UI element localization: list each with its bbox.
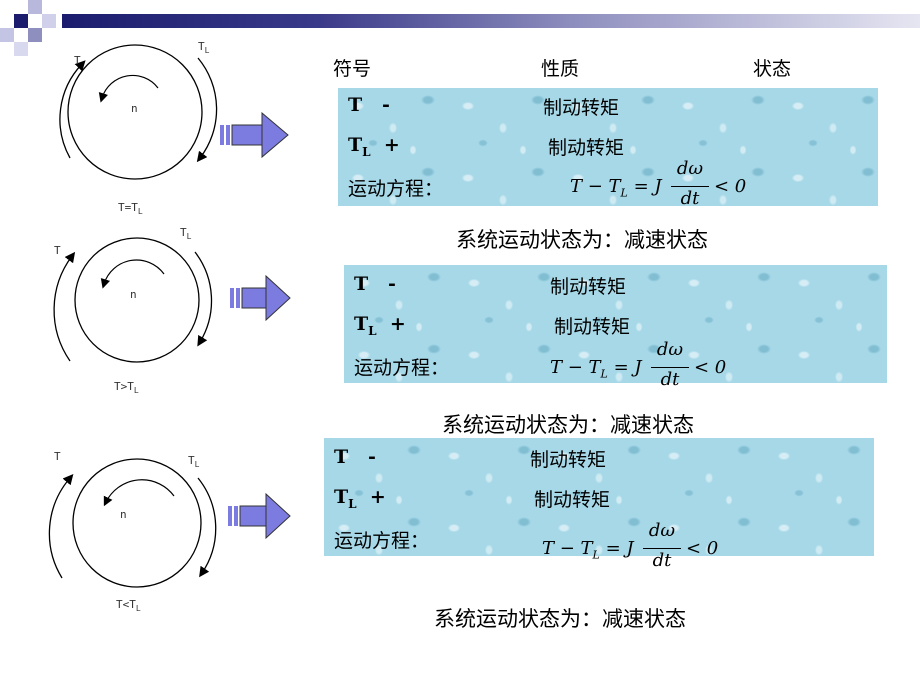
- fraction-line: [643, 548, 681, 549]
- equation-rhs: < 0: [686, 538, 719, 559]
- header-nature: 性质: [541, 58, 580, 80]
- equation-label: 运动方程：: [354, 357, 450, 379]
- rotation-diagram-icon: [48, 458, 217, 588]
- fraction-line: [651, 367, 689, 368]
- equation-lhs: T − TL = J: [542, 538, 634, 562]
- torque-diagram-3: T TL n T<TL: [40, 448, 230, 628]
- n-label: n: [120, 508, 127, 521]
- right-arrow-icon: [228, 492, 291, 540]
- tl-sign-label: TL +: [348, 134, 400, 159]
- equation-numerator: dω: [656, 339, 684, 360]
- fraction-line: [671, 186, 709, 187]
- conclusion-1: 系统运动状态为：减速状态: [456, 228, 708, 252]
- tl-label: TL: [188, 454, 200, 470]
- condition-label: T>TL: [114, 380, 139, 396]
- torque-panel-2: T - 制动转矩 TL + 制动转矩 运动方程： T − TL = J dω d…: [344, 265, 887, 390]
- conclusion-3: 系统运动状态为：减速状态: [434, 607, 686, 631]
- equation-denominator: dt: [652, 550, 672, 571]
- tl-label: TL: [198, 40, 210, 56]
- t-nature: 制动转矩: [530, 449, 607, 471]
- torque-diagram-1: T TL n T=TL: [40, 40, 230, 220]
- t-sign-label: T -: [354, 273, 396, 295]
- equation-rhs: < 0: [694, 357, 727, 378]
- equation-denominator: dt: [660, 369, 680, 390]
- torque-panel-3: T - 制动转矩 TL + 制动转矩 运动方程： T − TL = J dω d…: [324, 438, 874, 571]
- rotation-diagram-icon: [59, 44, 218, 180]
- tl-label: TL: [180, 226, 192, 242]
- corner-decoration: [0, 0, 62, 62]
- equation-lhs: T − TL = J: [550, 357, 642, 381]
- equation-numerator: dω: [676, 158, 704, 179]
- equation-label: 运动方程：: [334, 530, 430, 552]
- torque-panel-1: T - 制动转矩 TL + 制动转矩 运动方程： T − TL = J dω d…: [338, 88, 878, 209]
- condition-label: T<TL: [116, 598, 141, 614]
- tl-nature: 制动转矩: [548, 137, 625, 159]
- t-sign-label: T -: [348, 94, 390, 116]
- tl-sign-label: TL +: [354, 313, 406, 338]
- conclusion-2: 系统运动状态为：减速状态: [442, 413, 694, 437]
- equation-lhs: T − TL = J: [570, 176, 662, 200]
- torque-diagram-2: T TL n T>TL: [40, 226, 230, 406]
- t-label: T: [54, 450, 61, 463]
- equation-label: 运动方程：: [348, 178, 444, 200]
- rotation-diagram-icon: [53, 237, 213, 363]
- t-nature: 制动转矩: [543, 97, 620, 119]
- tl-sign-label: TL +: [334, 486, 386, 511]
- condition-label: T=TL: [118, 201, 143, 217]
- header-state: 状态: [753, 58, 792, 80]
- header-symbol: 符号: [333, 58, 372, 80]
- n-label: n: [130, 288, 137, 301]
- t-sign-label: T -: [334, 446, 376, 468]
- equation-numerator: dω: [648, 520, 676, 541]
- t-label: T: [54, 244, 61, 257]
- n-label: n: [131, 102, 138, 115]
- right-arrow-icon: [230, 274, 291, 322]
- tl-nature: 制动转矩: [534, 489, 611, 511]
- right-arrow-icon: [220, 111, 289, 159]
- t-nature: 制动转矩: [550, 276, 627, 298]
- t-label: T: [74, 54, 81, 67]
- equation-rhs: < 0: [714, 176, 747, 197]
- tl-nature: 制动转矩: [554, 316, 631, 338]
- equation-denominator: dt: [680, 188, 700, 209]
- title-bar: [62, 14, 920, 28]
